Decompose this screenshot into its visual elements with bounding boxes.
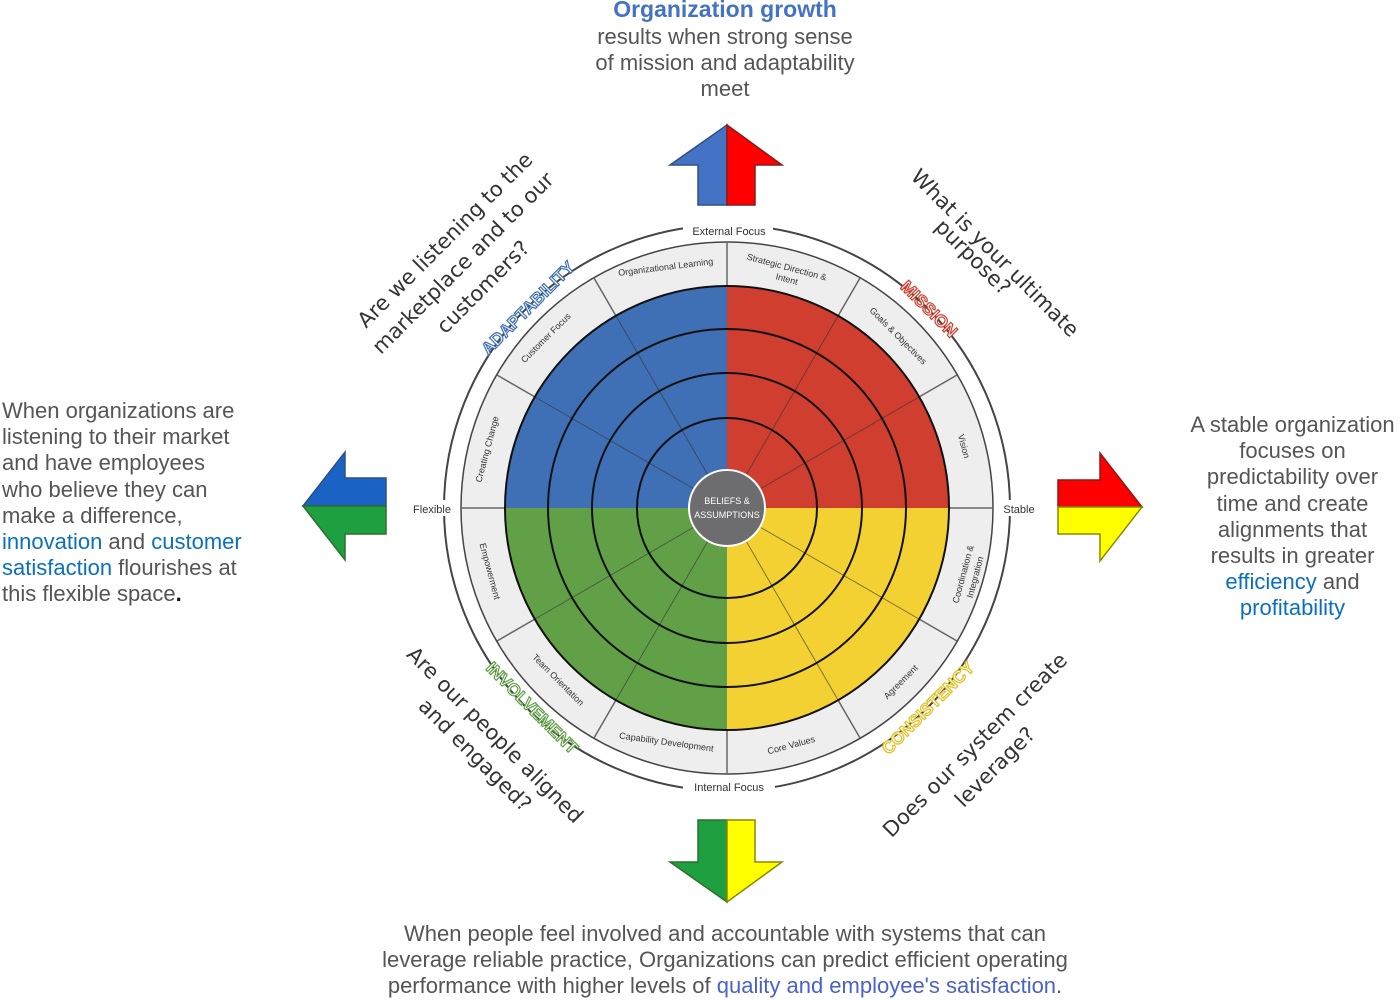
- left-note-and: and: [102, 528, 152, 554]
- right-note-line: results in greater: [1210, 542, 1375, 568]
- arrow-left: [301, 449, 387, 563]
- left-note-line: who believe they can: [2, 476, 208, 502]
- keyword-satisfaction: satisfaction: [2, 555, 113, 581]
- keyword-quality: quality and employee's satisfaction: [716, 973, 1057, 999]
- right-note-line: alignments that: [1217, 516, 1368, 542]
- arrow-right: [1057, 450, 1144, 564]
- left-note-tail: flourishes at: [112, 555, 237, 581]
- keyword-efficiency: efficiency: [1225, 569, 1317, 595]
- bottom-note-line: leverage reliable practice, Organization…: [382, 947, 1068, 973]
- keyword-profitability: profitability: [1239, 595, 1346, 621]
- center-label-line2: ASSUMPTIONS: [694, 510, 760, 520]
- bottom-note-line: When people feel involved and accountabl…: [403, 921, 1047, 946]
- axis-label-bottom: Internal Focus: [694, 782, 764, 794]
- top-note-line: of mission and adaptability: [595, 49, 855, 75]
- axis-label-left: Flexible: [413, 504, 451, 516]
- left-note: When organizations are listening to thei…: [2, 398, 292, 607]
- quadrant-consistency: [727, 508, 949, 730]
- left-note-line: this flexible space.: [2, 581, 292, 607]
- arrow-down: [667, 819, 785, 904]
- segment-dividers: [461, 242, 993, 774]
- center-circle: [688, 469, 766, 547]
- right-note-line: predictability over: [1206, 464, 1379, 490]
- left-note-line: innovation and customer: [2, 529, 292, 555]
- right-note-line: efficiency and: [1170, 569, 1400, 595]
- quadrant-mission: [727, 286, 949, 508]
- keyword-customer: customer: [151, 528, 242, 554]
- right-note-line: time and create: [1216, 490, 1369, 516]
- left-note-last: this flexible space: [2, 581, 176, 607]
- question-adaptability-line1: Are we listening to the: [353, 148, 538, 333]
- top-note-line: meet: [700, 76, 750, 102]
- right-note-line: profitability: [1170, 595, 1400, 621]
- right-note-line: focuses on: [1239, 438, 1346, 464]
- bottom-note: When people feel involved and accountabl…: [345, 921, 1105, 1000]
- keyword-innovation: innovation: [2, 528, 103, 554]
- left-note-line: and have employees: [2, 450, 206, 476]
- center-label-line1: BELIEFS &: [704, 496, 750, 506]
- bottom-note-pre: performance with higher levels of: [387, 973, 717, 999]
- concentric-rings: [504, 285, 950, 731]
- right-note-and: and: [1316, 569, 1360, 595]
- top-note-heading: Organization growth: [613, 0, 837, 22]
- quadrant-adaptability: [505, 286, 727, 508]
- axis-label-top: External Focus: [692, 226, 766, 238]
- left-note-line: listening to their market: [2, 424, 230, 450]
- top-note-line: results when strong sense: [597, 23, 853, 49]
- top-note: Organization growth results when strong …: [560, 0, 890, 103]
- bottom-note-post: .: [1056, 973, 1063, 999]
- left-note-line: When organizations are: [2, 398, 235, 423]
- arrow-up: [667, 123, 785, 206]
- left-note-line: make a difference,: [2, 502, 183, 528]
- axis-label-right: Stable: [1003, 504, 1034, 516]
- bottom-note-line: performance with higher levels of qualit…: [345, 973, 1105, 999]
- left-note-line: satisfaction flourishes at: [2, 555, 292, 581]
- left-note-period: .: [175, 581, 182, 607]
- right-note: A stable organization focuses on predict…: [1170, 412, 1400, 621]
- right-note-line: A stable organization: [1190, 412, 1395, 437]
- quadrant-involvement: [505, 508, 727, 730]
